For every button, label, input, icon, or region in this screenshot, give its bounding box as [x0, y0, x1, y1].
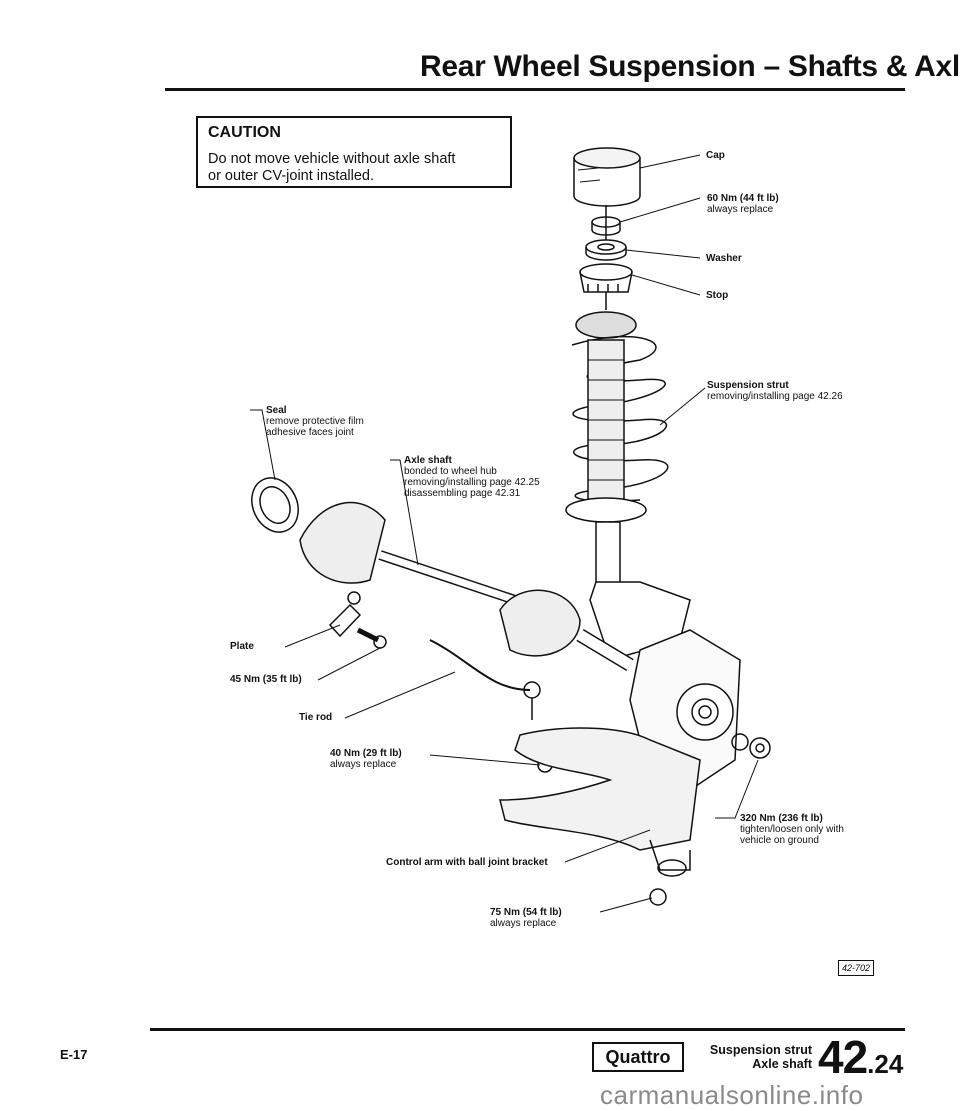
- figure-reference: 42-702: [838, 960, 874, 976]
- page-code: E-17: [60, 1047, 88, 1062]
- stop-part: [579, 263, 633, 293]
- washer-label: Washer: [706, 253, 742, 264]
- section-topics: Suspension strut Axle shaft: [700, 1043, 812, 1071]
- footer-rule: [150, 1028, 905, 1031]
- title-rule: [165, 88, 905, 91]
- watermark: carmanualsonline.info: [600, 1080, 864, 1110]
- stop-label: Stop: [706, 290, 729, 301]
- control-arm-label: Control arm with ball joint bracket: [386, 857, 548, 868]
- section-number: 42.24: [818, 1031, 904, 1083]
- cap-part: [573, 147, 641, 207]
- tie-rod-part: [429, 639, 541, 720]
- nut-75nm-label: 75 Nm (54 ft lb)always replace: [490, 907, 562, 929]
- section-topic-axle: Axle shaft: [752, 1057, 812, 1071]
- page-title: Rear Wheel Suspension – Shafts & Axle: [420, 50, 960, 83]
- tie-rod-label: Tie rod: [299, 712, 333, 723]
- nut-320nm-part: [731, 733, 771, 759]
- bolt-45nm-label: 45 Nm (35 ft lb): [230, 674, 302, 685]
- nut-60nm-part: [591, 205, 621, 240]
- washer-part: [585, 239, 627, 261]
- axle-shaft-part: [299, 501, 634, 672]
- plate-part: [328, 591, 362, 638]
- model-badge: Quattro: [592, 1042, 684, 1072]
- nut-320nm-label: 320 Nm (236 ft lb)tighten/loosen only wi…: [740, 813, 844, 846]
- section-topic-strut: Suspension strut: [709, 1043, 812, 1057]
- leader-lines: [250, 154, 759, 913]
- plate-label: Plate: [230, 641, 254, 652]
- bolt-45nm-part: [356, 627, 387, 649]
- cap-label: Cap: [706, 150, 725, 161]
- strut-part: [565, 292, 691, 661]
- seal-part: [251, 477, 299, 533]
- control-arm-part: [499, 727, 701, 877]
- caution-heading: CAUTION: [208, 124, 281, 141]
- nut-75nm-part: [649, 888, 667, 906]
- caution-box: CAUTION Do not move vehicle without axle…: [196, 116, 512, 188]
- nut-60nm-label: 60 Nm (44 ft lb)always replace: [707, 193, 779, 215]
- caution-text: Do not move vehicle without axle shaft o…: [208, 151, 456, 184]
- nut-40nm-label: 40 Nm (29 ft lb)always replace: [330, 748, 402, 770]
